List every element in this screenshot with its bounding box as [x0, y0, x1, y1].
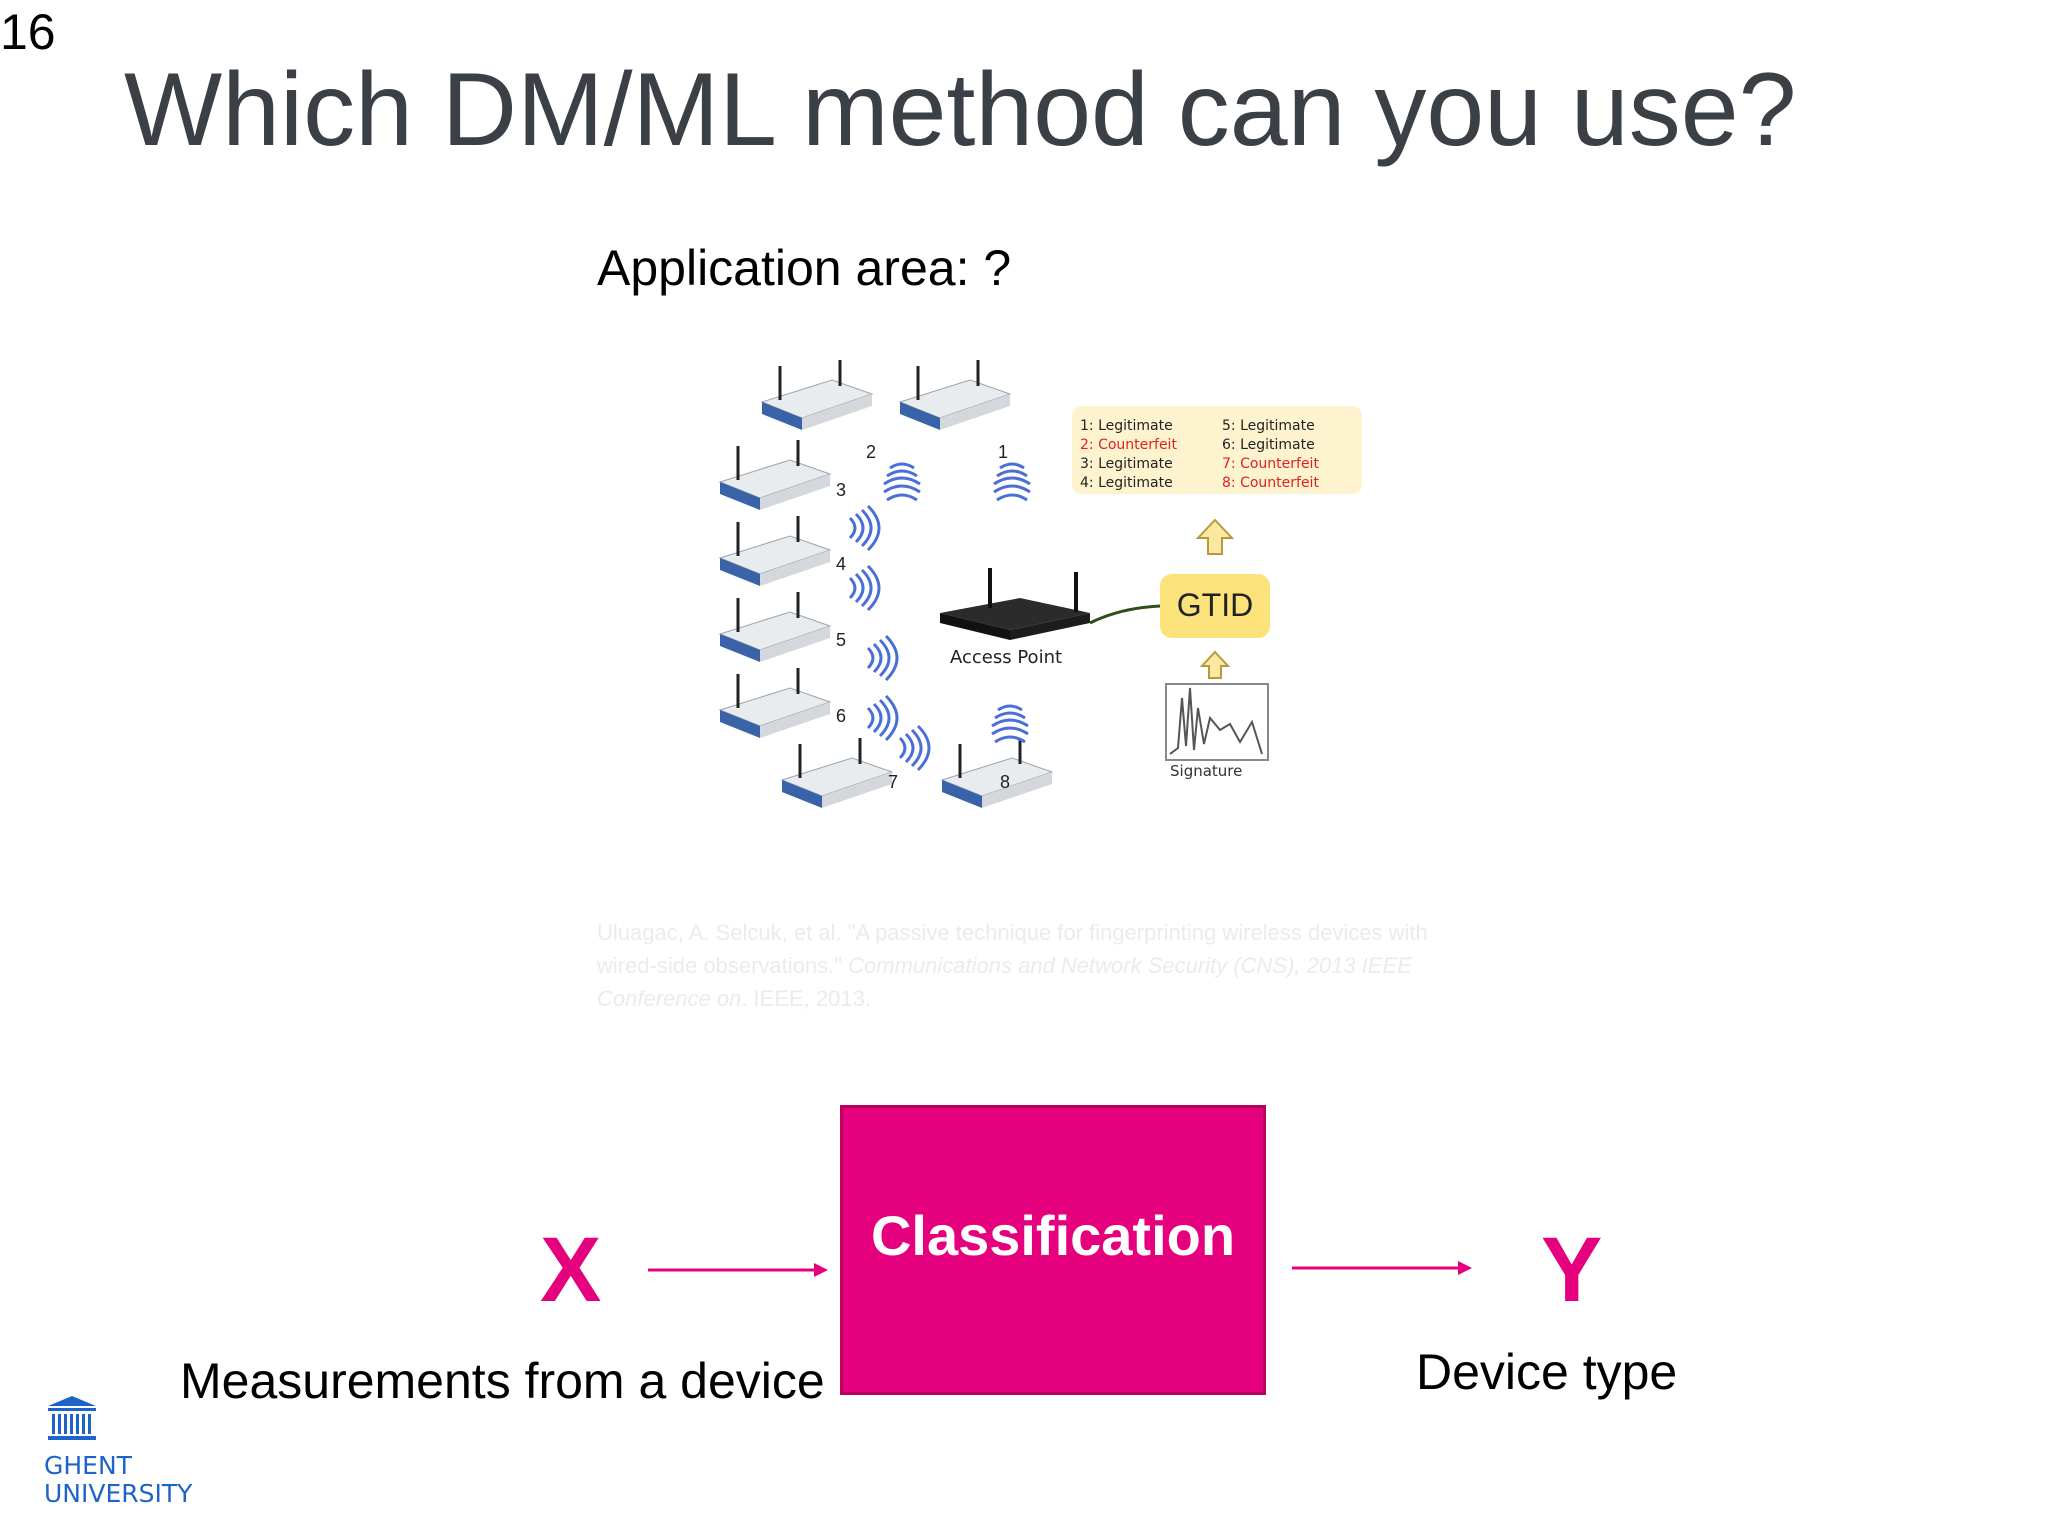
logo-text-line1: GHENT	[44, 1452, 132, 1480]
router-8-icon	[942, 738, 1052, 808]
result-entry: 4: Legitimate	[1080, 475, 1173, 491]
citation: Uluagac, A. Selcuk, et al. "A passive te…	[597, 916, 1457, 1015]
result-entry: 8: Counterfeit	[1222, 475, 1319, 491]
router-7-icon	[782, 738, 892, 808]
router-label-8: 8	[1000, 772, 1010, 792]
router-6-icon	[720, 668, 830, 738]
result-entry: 7: Counterfeit	[1222, 456, 1319, 472]
slide-number: 16	[0, 2, 56, 62]
application-area-text: Application area: ?	[597, 238, 1011, 298]
up-arrow-icon	[1198, 520, 1232, 554]
router-label-5: 5	[836, 630, 846, 650]
signature-label: Signature	[1170, 762, 1242, 780]
up-arrow-icon	[1202, 652, 1228, 678]
connection-line	[1090, 606, 1160, 623]
router-label-3: 3	[836, 480, 846, 500]
router-label-4: 4	[836, 554, 846, 574]
router-2-icon	[762, 360, 872, 430]
arrow-right-icon	[1292, 1256, 1472, 1280]
router-label-6: 6	[836, 706, 846, 726]
slide-title: Which DM/ML method can you use?	[124, 50, 1796, 170]
logo-text-line2: UNIVERSITY	[44, 1480, 192, 1508]
output-variable-y: Y	[1541, 1220, 1602, 1320]
router-label-2: 2	[866, 442, 876, 462]
access-point-icon	[940, 568, 1090, 640]
ghent-university-logo: GHENT UNIVERSITY	[40, 1394, 190, 1514]
arrow-right-icon	[648, 1258, 828, 1282]
router-4-icon	[720, 516, 830, 586]
input-variable-x: X	[540, 1220, 601, 1320]
output-description: Device type	[1416, 1342, 1677, 1402]
result-entry: 5: Legitimate	[1222, 418, 1315, 434]
router-3-icon	[720, 440, 830, 510]
result-entry: 2: Counterfeit	[1080, 437, 1177, 453]
router-label-1: 1	[998, 442, 1008, 462]
router-5-icon	[720, 592, 830, 662]
router-1-icon	[900, 360, 1010, 430]
classification-label: Classification	[843, 1203, 1263, 1268]
university-building-icon	[44, 1394, 100, 1444]
citation-publisher: . IEEE, 2013.	[741, 986, 871, 1011]
result-entry: 1: Legitimate	[1080, 418, 1173, 434]
input-description: Measurements from a device	[180, 1351, 825, 1411]
result-entry: 6: Legitimate	[1222, 437, 1315, 453]
access-point-label: Access Point	[950, 647, 1062, 668]
wireless-fingerprinting-figure: 2 1 3 4 5 6 7 8 Access Point	[700, 358, 1400, 858]
result-entry: 3: Legitimate	[1080, 456, 1173, 472]
router-label-7: 7	[888, 772, 898, 792]
classification-box: Classification	[840, 1105, 1266, 1395]
gtid-label: GTID	[1177, 587, 1253, 623]
